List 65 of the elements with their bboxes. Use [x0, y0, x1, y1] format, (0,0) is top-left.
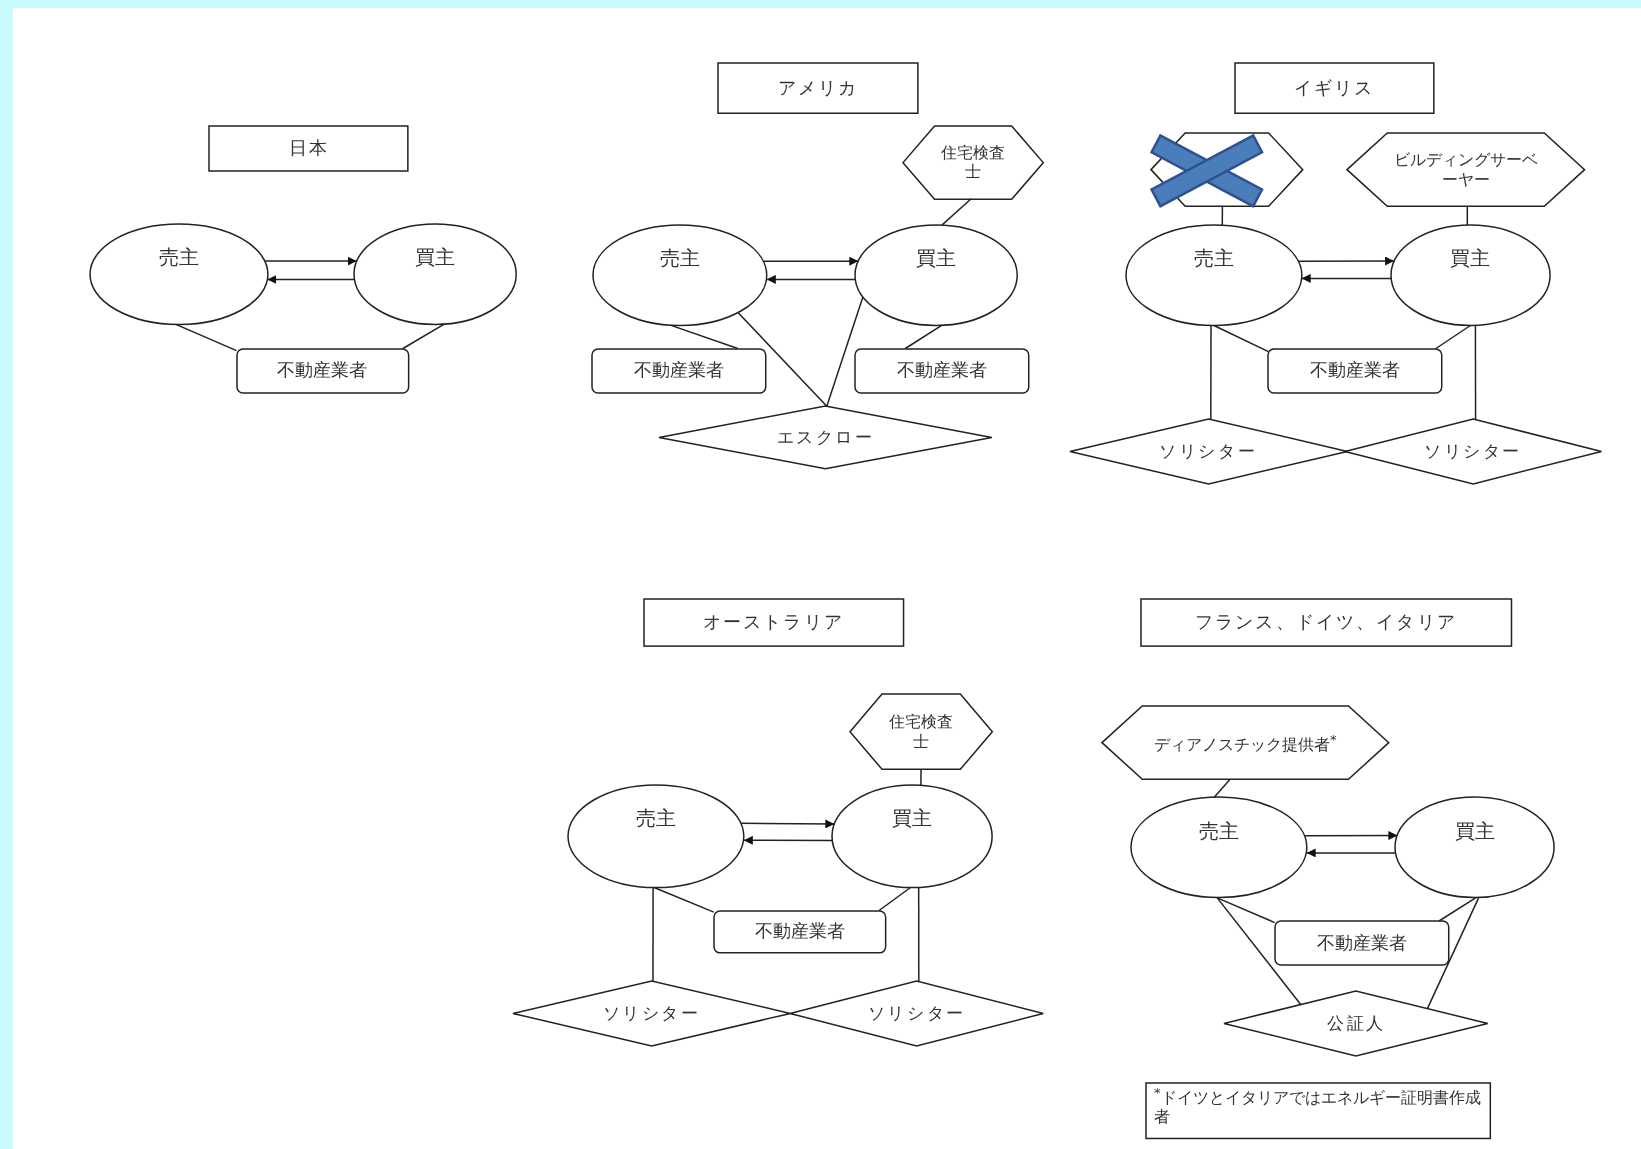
- connector-line: [917, 886, 920, 982]
- connector-line: [653, 886, 715, 913]
- agent-box: 不動産業者: [1268, 348, 1443, 393]
- diamond-node: 公証人: [1224, 991, 1489, 1056]
- connector-line: [1474, 324, 1477, 421]
- title-box: アメリカ: [717, 62, 918, 113]
- arrow: [1300, 273, 1392, 283]
- title-box: 日本: [209, 125, 409, 171]
- connector-line: [1221, 205, 1224, 226]
- arrow: [740, 819, 836, 829]
- diamond-node: ソリシター: [512, 980, 791, 1046]
- connector-line: [941, 198, 972, 226]
- connector-line: [1213, 324, 1270, 353]
- party-ellipse: 売主: [593, 225, 768, 326]
- hexagon-node: ビルディングサーベーヤー: [1346, 132, 1585, 207]
- connector-line: [1216, 897, 1276, 924]
- party-ellipse: 買主: [832, 784, 993, 888]
- party-ellipse: 売主: [1126, 225, 1302, 326]
- agent-box: 不動産業者: [236, 348, 409, 393]
- party-ellipse: 買主: [1390, 225, 1550, 326]
- party-ellipse: 売主: [568, 784, 745, 888]
- arrow: [762, 256, 860, 266]
- title-box: フランス、ドイツ、イタリア: [1140, 598, 1512, 646]
- connector-line: [904, 324, 943, 350]
- diamond-node: ソリシター: [790, 980, 1044, 1046]
- title-box: イギリス: [1234, 62, 1434, 113]
- party-ellipse: 買主: [1395, 797, 1555, 898]
- hexagon-shape: [1151, 132, 1303, 207]
- diamond-node: エスクロー: [659, 406, 993, 469]
- arrow: [743, 835, 834, 845]
- connector-line: [1213, 778, 1231, 799]
- diamond-node: ソリシター: [1344, 418, 1602, 484]
- connector-line: [1210, 324, 1212, 420]
- party-ellipse: 売主: [1131, 797, 1308, 898]
- connector-line: [652, 886, 654, 982]
- arrow: [266, 275, 355, 284]
- connector-line: [175, 323, 238, 352]
- connector-line: [1426, 897, 1480, 1010]
- connector-line: [826, 296, 864, 408]
- title-box: オーストラリア: [643, 598, 904, 646]
- hexagon-node: 住宅検査士: [903, 125, 1044, 199]
- agent-box: 不動産業者: [713, 910, 886, 953]
- connector-line: [878, 886, 912, 912]
- arrow: [264, 256, 358, 266]
- agent-box: 不動産業者: [592, 348, 767, 393]
- connector-line: [737, 311, 828, 408]
- connector-line: [1216, 897, 1302, 1006]
- connector-line: [1435, 324, 1472, 350]
- hexagon-node: 住宅検査士: [849, 693, 993, 770]
- diamond-node: ソリシター: [1069, 418, 1347, 484]
- agent-box: 不動産業者: [1274, 920, 1449, 965]
- arrow: [1305, 848, 1397, 858]
- arrow: [1303, 831, 1399, 840]
- party-ellipse: 買主: [855, 225, 1018, 326]
- connector-line: [1438, 897, 1477, 922]
- note-box: $^{*}$ドイツとイタリアではエネルギー証明書作成者: [1145, 1083, 1491, 1139]
- party-ellipse: 売主: [90, 223, 268, 325]
- arrow: [1297, 256, 1395, 266]
- party-ellipse: 買主: [353, 223, 516, 325]
- agent-box: 不動産業者: [855, 348, 1029, 393]
- connector-line: [920, 768, 922, 786]
- arrow: [766, 274, 857, 284]
- connector-line: [1466, 205, 1469, 226]
- hexagon-node: ディアノスチック提供者$^{*}$: [1102, 706, 1389, 780]
- connector-line: [402, 323, 446, 350]
